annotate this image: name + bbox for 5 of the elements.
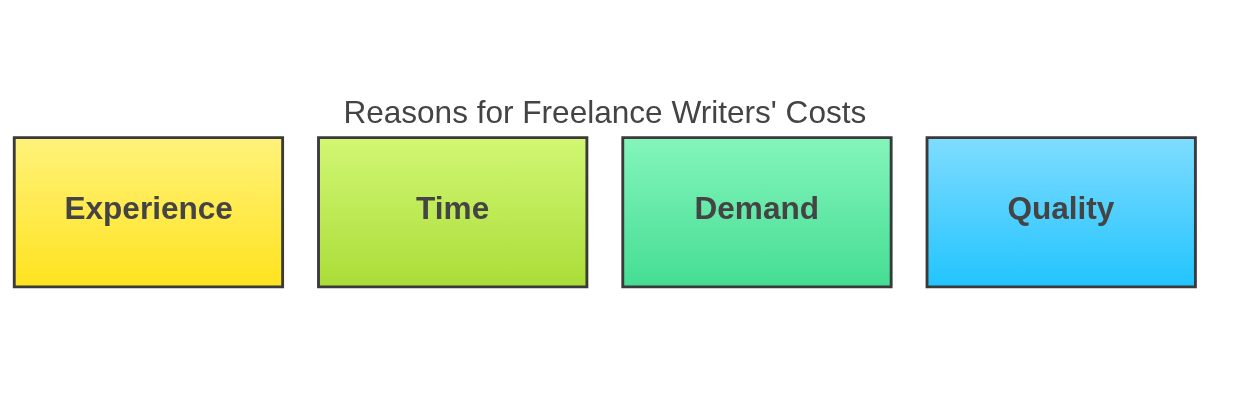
node-box: Experience — [12, 135, 285, 288]
node-box: Demand — [621, 135, 893, 288]
diagram-title: Reasons for Freelance Writers' Costs — [343, 93, 867, 130]
node-box: Time — [317, 135, 589, 288]
node-box: Quality — [925, 135, 1197, 288]
